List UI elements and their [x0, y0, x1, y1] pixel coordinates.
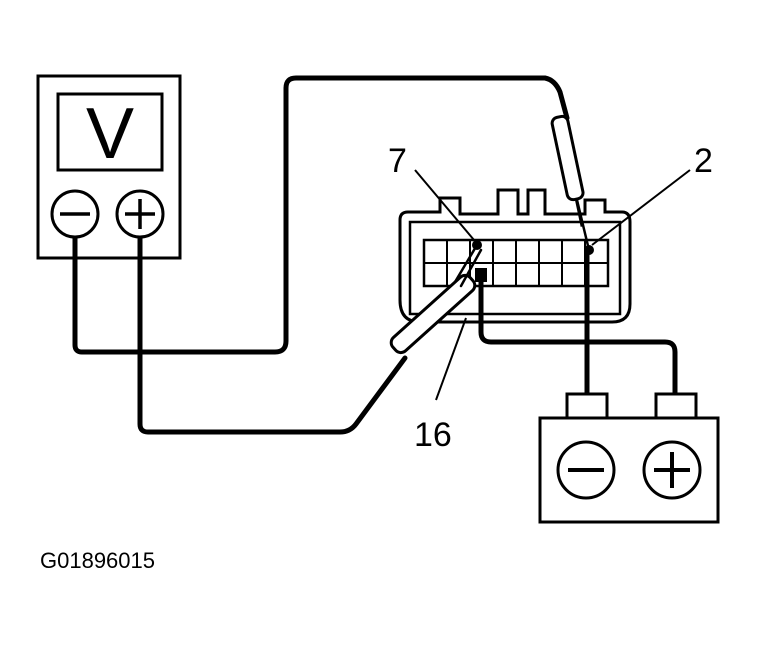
plus-icon	[654, 452, 690, 488]
positive-lead-wire	[137, 235, 408, 435]
meter-negative-terminal	[50, 189, 100, 239]
negative-lead-wire	[72, 75, 570, 355]
figure-code: G01896015	[40, 548, 155, 573]
voltmeter: V	[36, 74, 182, 260]
battery-positive-terminal	[642, 440, 702, 500]
plus-icon	[125, 199, 155, 229]
terminal-label-16: 16	[414, 416, 452, 454]
leader-line-2	[591, 169, 691, 246]
voltmeter-symbol: V	[86, 94, 134, 174]
leader-line-7	[414, 169, 475, 241]
meter-positive-terminal	[115, 189, 165, 239]
leader-line-16	[435, 317, 467, 401]
terminal-label-2: 2	[694, 142, 713, 180]
positive-probe	[389, 243, 483, 355]
battery-positive-wire	[478, 272, 678, 397]
battery-negative-terminal	[556, 440, 616, 500]
battery	[538, 392, 720, 524]
negative-probe	[550, 114, 591, 252]
terminal-label-7: 7	[388, 142, 407, 180]
